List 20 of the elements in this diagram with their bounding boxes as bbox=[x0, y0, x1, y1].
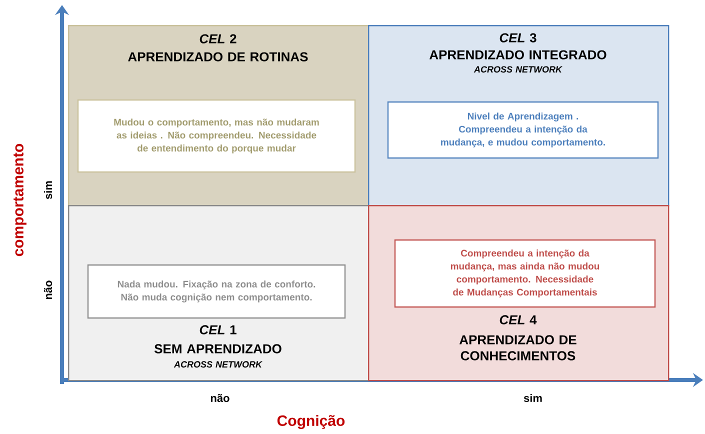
cell-title: SEM APRENDIZADO bbox=[154, 344, 282, 354]
axis-tick-label: sim bbox=[44, 181, 52, 200]
cell-number: CEL 3 bbox=[500, 33, 536, 42]
cell-title: APRENDIZADO DE ROTINAS bbox=[128, 52, 308, 62]
axis-tick-label: sim bbox=[524, 394, 542, 402]
text-box: Mudou o comportamento, mas não mudaram as ideias . Não compreendeu. Necessidade de entendimento do porque mudar bbox=[77, 99, 356, 173]
cell-title: APRENDIZADO INTEGRADO bbox=[430, 50, 606, 60]
cell-number: CEL 4 bbox=[500, 315, 537, 324]
axis-title: comportamento bbox=[14, 144, 26, 256]
axis-tick-label: não bbox=[210, 394, 230, 402]
text-box: Nivel de Aprendizagem . Compreendeu a intenção da mudança, e mudou comportamento. bbox=[387, 101, 659, 159]
axis-tick-label: não bbox=[44, 280, 52, 300]
cell-title: APRENDIZADO DE CONHECIMENTOS bbox=[459, 335, 576, 360]
cell-subtitle: ACROSS NETWORK bbox=[474, 66, 563, 73]
cell-number: CEL 2 bbox=[200, 34, 236, 44]
text-box: Compreendeu a intenção da mudança, mas ainda não mudou comportamento. Necessidade de Mudanças Comportamentais bbox=[394, 239, 656, 308]
cell-subtitle: ACROSS NETWORK bbox=[174, 361, 263, 368]
text-box: Nada mudou. Fixação na zona de conforto. Não muda cognição nem comportamento. bbox=[87, 264, 346, 319]
cell-number: CEL 1 bbox=[200, 325, 236, 334]
axis-title: Cognição bbox=[277, 414, 345, 430]
